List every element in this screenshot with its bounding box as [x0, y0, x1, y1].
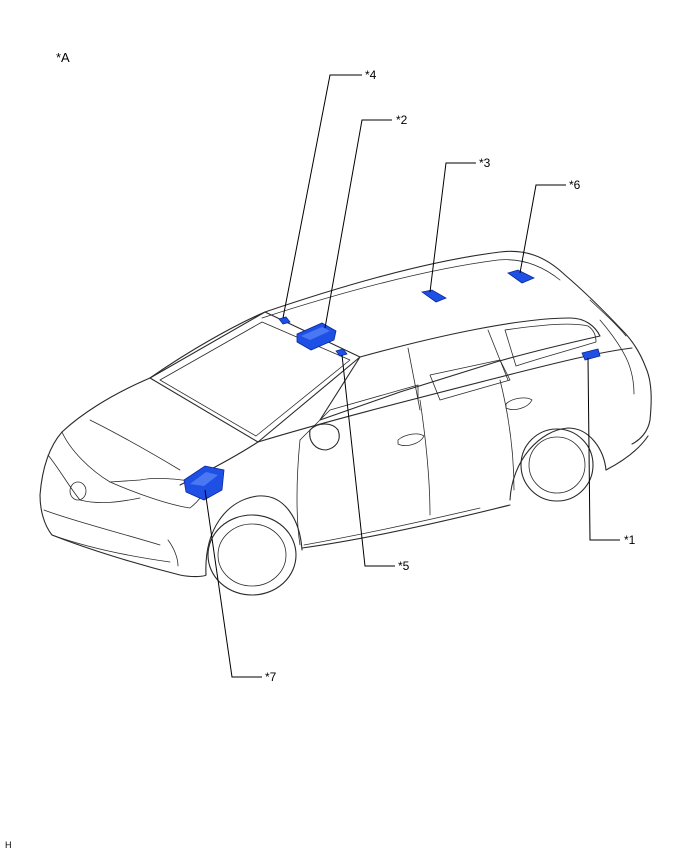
leader-line-2	[324, 119, 392, 329]
callout-label-4: *4	[365, 68, 377, 82]
component-2	[296, 322, 337, 351]
component-3	[421, 289, 447, 303]
figure-id: H	[5, 840, 12, 850]
leader-line-1	[587, 357, 620, 541]
callout-label-1: *1	[624, 533, 636, 547]
vehicle-outline	[39, 250, 652, 596]
leader-line-7	[204, 489, 262, 678]
component-1	[581, 348, 601, 361]
callout-label-7: *7	[265, 670, 277, 684]
leader-line-6	[519, 184, 566, 274]
component-5	[335, 348, 348, 357]
leader-line-5	[341, 354, 395, 567]
callout-label-3: *3	[479, 156, 491, 170]
component-4	[278, 316, 291, 325]
callout-label-6: *6	[569, 178, 581, 192]
view-label: *A	[56, 50, 70, 65]
callout-label-2: *2	[396, 113, 408, 127]
leader-line-3	[429, 162, 476, 293]
component-6	[507, 269, 535, 284]
component-7	[183, 465, 225, 501]
leader-lines	[204, 74, 620, 678]
callout-label-5: *5	[398, 559, 410, 573]
leader-line-4	[282, 74, 362, 319]
